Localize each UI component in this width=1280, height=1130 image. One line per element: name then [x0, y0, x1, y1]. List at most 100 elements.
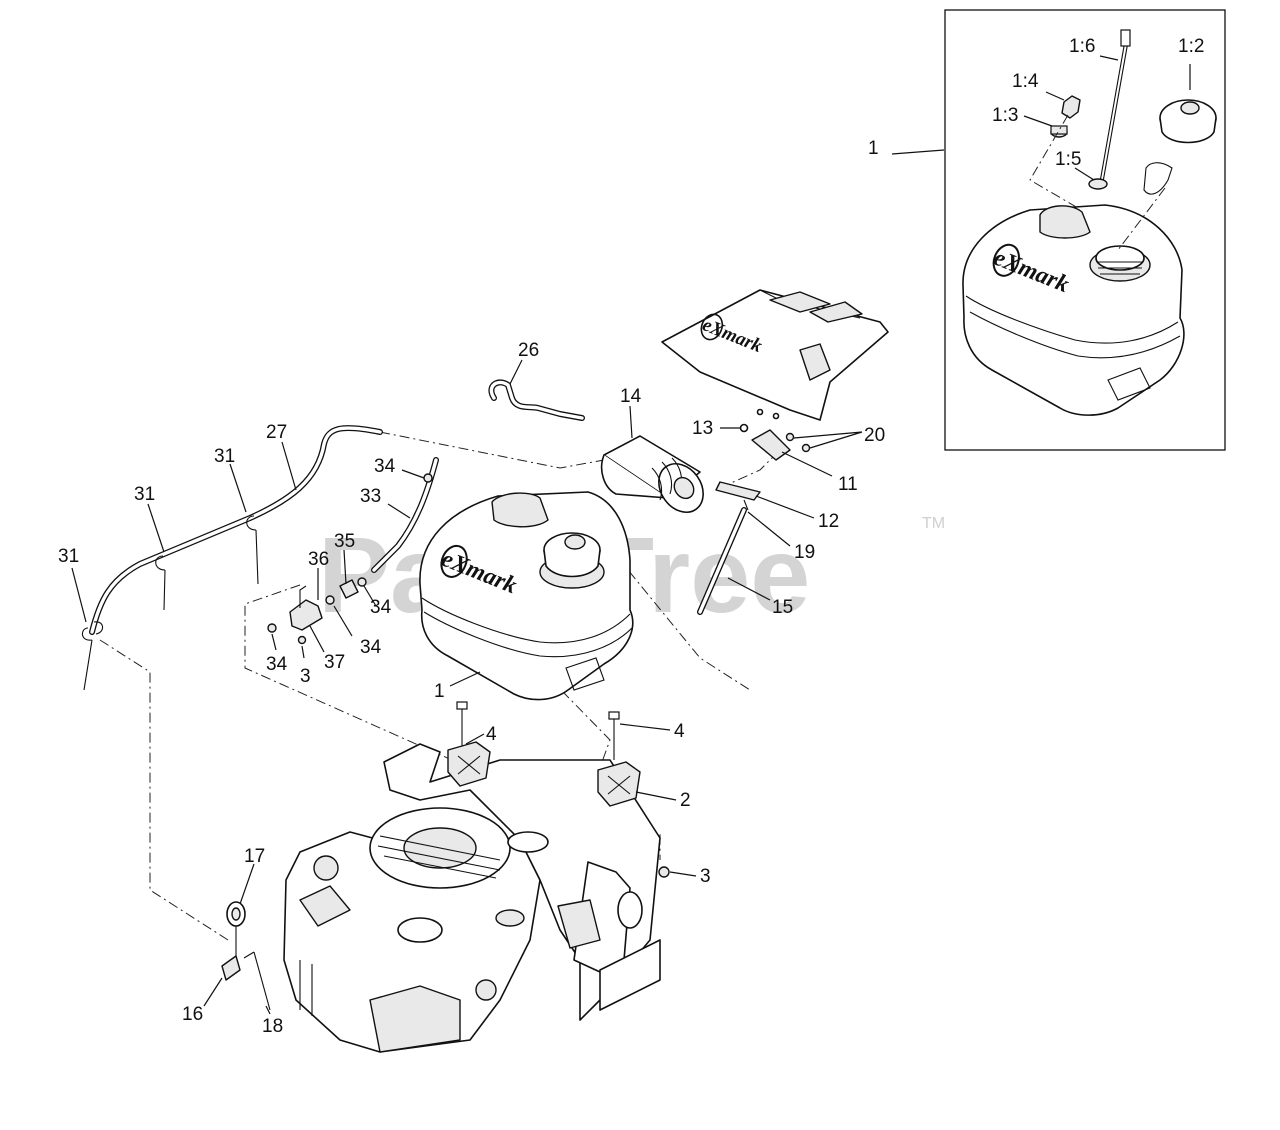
- charcoal-canister-14: [600, 435, 704, 513]
- dipstick-rod: [1099, 34, 1127, 183]
- inset-dash-line-2: [1117, 187, 1166, 251]
- callout-14: 14: [620, 386, 642, 407]
- screw-13: [739, 423, 749, 433]
- dipstick-rod-2: [1102, 35, 1130, 183]
- bracket-11: [751, 429, 791, 461]
- callout-3b: 3: [700, 866, 711, 887]
- inset-tank-boss: [1039, 205, 1091, 239]
- callout-2: 2: [680, 790, 691, 811]
- callout-18: 18: [262, 1016, 283, 1037]
- callout-1-6: 1:6: [1069, 36, 1095, 57]
- callout-4b: 4: [674, 721, 685, 742]
- chassis-hole: [507, 831, 549, 853]
- hose-33: [371, 457, 439, 573]
- clamp-12-19: [715, 481, 761, 511]
- callout-34d: 34: [266, 654, 288, 675]
- callout-16: 16: [182, 1004, 203, 1025]
- inset-tank-seam: [965, 295, 1179, 344]
- callout-1-main: 1: [434, 681, 445, 702]
- engine-assembly: [221, 701, 670, 1053]
- callout-1-3: 1:3: [992, 105, 1018, 126]
- valve-36: [289, 599, 323, 631]
- clamp-34a: [423, 473, 433, 483]
- engine-oil-cap: [397, 917, 443, 943]
- fuel-fittings: [267, 473, 433, 645]
- tank-mount-2: [597, 761, 641, 807]
- nut-20a: [785, 432, 795, 442]
- callout-31c: 31: [214, 446, 235, 467]
- clamp-34d: [267, 623, 277, 633]
- dipstick-handle: [1120, 29, 1131, 47]
- tank-seam: [421, 597, 631, 644]
- nut-3a: [297, 635, 307, 645]
- engine-gauge: [313, 855, 339, 881]
- callout-20: 20: [864, 425, 885, 446]
- tank-mount-left: [447, 741, 491, 787]
- callout-37: 37: [324, 652, 345, 673]
- inset-fuel-tank-detail: eXmark: [944, 9, 1226, 451]
- clamp-34c: [357, 577, 367, 587]
- elbow-16: [221, 955, 241, 981]
- callout-4a: 4: [486, 724, 497, 745]
- tank-cap-emblem: [564, 534, 586, 550]
- callout-19: 19: [794, 542, 815, 563]
- watermark-tm: TM: [922, 515, 945, 532]
- engine-air-filter: [299, 885, 351, 927]
- fuel-line-27: [89, 425, 383, 635]
- tank-boss: [491, 492, 549, 528]
- grommet-1-5: [1088, 178, 1108, 190]
- callout-3a: 3: [300, 666, 311, 687]
- leader-1-inset: [891, 149, 945, 155]
- inset-tank-handle: [1107, 367, 1151, 401]
- tank-handle: [565, 657, 605, 691]
- callout-15: 15: [772, 597, 793, 618]
- callout-26: 26: [518, 340, 539, 361]
- cable-tie-31a: [81, 627, 93, 691]
- cap-tether: [1143, 162, 1173, 195]
- cable-tie-31c: [246, 515, 259, 585]
- leader-lines: [71, 55, 1191, 1015]
- hose-15: [697, 507, 747, 615]
- callout-1-5: 1:5: [1055, 149, 1081, 170]
- fuel-tank-1: eXmark: [419, 491, 634, 701]
- tank-seam-2: [423, 611, 633, 658]
- callout-12: 12: [818, 511, 839, 532]
- fitting-35: [339, 579, 359, 599]
- callout-31b: 31: [134, 484, 155, 505]
- vent-fitting-1-4: [1061, 95, 1081, 119]
- cable-tie-31b: [155, 555, 166, 611]
- decal-block: [769, 291, 831, 313]
- inset-tank-seam-2: [969, 311, 1181, 359]
- callout-31a: 31: [58, 546, 79, 567]
- cable-ties-31: [81, 515, 259, 691]
- callout-33: 33: [360, 486, 381, 507]
- hose-26: [488, 379, 585, 421]
- engine-base: [369, 985, 461, 1053]
- nut-20b: [801, 443, 811, 453]
- panel-switch: [799, 343, 831, 381]
- callout-17: 17: [244, 846, 265, 867]
- nut-3b: [658, 866, 670, 878]
- clamp-34b: [325, 595, 335, 605]
- engine-vents: [377, 835, 501, 879]
- inset-dash-line: [1029, 114, 1079, 209]
- callout-1-inset: 1: [868, 138, 879, 159]
- callout-27: 27: [266, 422, 287, 443]
- inset-filler-opening: [1095, 245, 1145, 271]
- fuel-cap-emblem: [1180, 101, 1200, 115]
- inset-filler-threads: [1098, 261, 1142, 275]
- callout-11: 11: [838, 474, 858, 495]
- callout-labels: 1:6 1:2 1:4 1:3 1 1:5 26 14 13 20 11 12 …: [58, 36, 1204, 1037]
- callout-35: 35: [334, 531, 355, 552]
- callout-34c: 34: [370, 597, 392, 618]
- callout-36: 36: [308, 549, 329, 570]
- clamp-12: [715, 481, 761, 501]
- callout-13: 13: [692, 418, 713, 439]
- control-panel-bracket: eXmark: [661, 289, 889, 461]
- hose-18: [243, 951, 271, 1011]
- callout-1-4: 1:4: [1012, 71, 1039, 92]
- callout-34b: 34: [360, 637, 382, 658]
- callout-34a: 34: [374, 456, 396, 477]
